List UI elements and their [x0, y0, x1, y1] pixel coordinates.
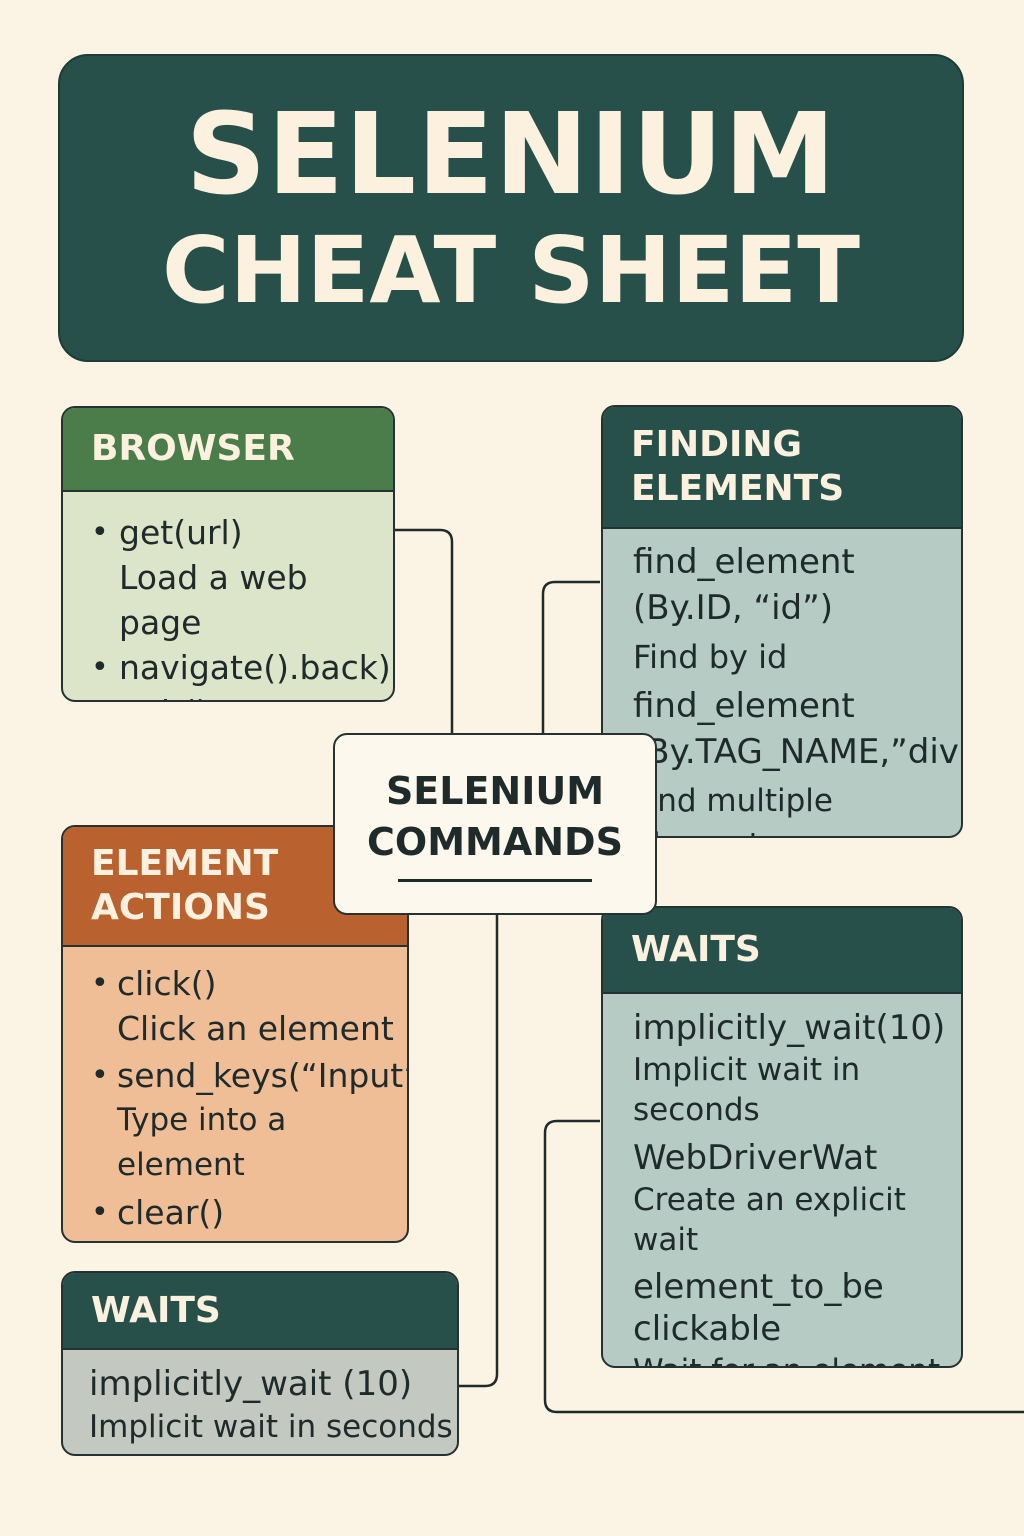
list-item: navigate().back)	[63, 645, 393, 690]
list-item: find_element (By.ID, “id”) Find by id	[603, 539, 961, 679]
list-item: send_keys(“Input”) Type into a element	[63, 1053, 407, 1188]
list-item: find_element (By.TAG_NAME,”div”) Find mu…	[603, 683, 963, 836]
command-text: clear()	[117, 1193, 225, 1232]
selenium-commands-node: SELENIUM COMMANDS	[333, 733, 657, 915]
command-description: Find multiple element	[633, 783, 833, 836]
finding-elements-card: FINDING ELEMENTS find_element (By.ID, “i…	[601, 405, 963, 838]
waits-card-left: WAITS implicitly_wait (10) Implicit wait…	[61, 1271, 459, 1456]
center-node-underline	[398, 878, 592, 882]
waits-card-right: WAITS implicitly_wait(10) Implicit wait …	[601, 906, 963, 1368]
waits-card-right-body: implicitly_wait(10) Implicit wait in sec…	[603, 994, 961, 1366]
command-description: Find by id	[633, 638, 788, 676]
command-text: find_element (By.ID, “id”)	[633, 542, 855, 628]
command-text: send_keys(“Input”)	[117, 1056, 409, 1095]
command-description: Implicit wait in seconds	[633, 1052, 861, 1128]
command-description: Clear an element	[117, 1235, 407, 1241]
list-item: get(url) Load a web page	[63, 510, 393, 645]
command-text: navigate().back)	[119, 648, 391, 687]
element-actions-card-body: click() Click an element send_keys(“Inpu…	[63, 947, 407, 1241]
list-item: implicitly_wait (10) Implicit wait in se…	[63, 1362, 457, 1448]
command-text: find_element (By.TAG_NAME,”div”)	[633, 686, 963, 772]
waits-card-left-header: WAITS	[63, 1273, 457, 1350]
finding-elements-card-header: FINDING ELEMENTS	[603, 407, 961, 529]
browser-card-body: get(url) Load a web page navigate().back…	[63, 492, 393, 700]
waits-card-left-body: implicitly_wait (10) Implicit wait in se…	[63, 1350, 457, 1448]
command-description: Click an element	[117, 1009, 394, 1048]
list-item: click() Click an element	[63, 961, 407, 1051]
center-node-line-2: COMMANDS	[367, 819, 623, 864]
list-item: WebDriverWat Create an explicit wait	[603, 1136, 961, 1260]
command-text: implicitly_wait(10)	[633, 1008, 946, 1048]
waits-card-right-title: WAITS	[631, 929, 761, 971]
browser-card-header: BROWSER	[63, 408, 393, 492]
command-description: Wait for an element to be clickable	[633, 1350, 961, 1366]
title-line-2: CHEAT SHEET	[162, 217, 860, 324]
command-text: click()	[117, 964, 217, 1003]
command-text: element_to_be clickable	[633, 1267, 884, 1349]
title-banner: SELENIUM CHEAT SHEET	[58, 54, 964, 362]
finding-elements-card-body: find_element (By.ID, “id”) Find by id fi…	[603, 529, 963, 836]
command-text: WebDriverWat	[633, 1138, 878, 1178]
finding-elements-title-line-2: ELEMENTS	[631, 468, 845, 509]
command-description: Load a web page	[119, 558, 308, 642]
element-actions-title-line-2: ACTIONS	[91, 887, 270, 928]
list-item: element_to_be clickable Wait for an elem…	[603, 1266, 961, 1366]
waits-card-right-header: WAITS	[603, 908, 961, 994]
command-description: Create an explicit wait	[633, 1182, 906, 1258]
title-line-1: SELENIUM	[185, 90, 837, 220]
center-node-line-1: SELENIUM	[385, 769, 605, 814]
list-item: implicitly_wait(10) Implicit wait in sec…	[603, 1006, 961, 1130]
browser-card-title: BROWSER	[91, 428, 295, 470]
list-item: quit()	[63, 690, 393, 700]
waits-card-left-title: WAITS	[91, 1289, 221, 1331]
list-item: clear() Clear an element	[63, 1190, 407, 1241]
browser-card: BROWSER get(url) Load a web page navigat…	[61, 406, 395, 702]
command-text: quit()	[119, 693, 209, 700]
finding-elements-title-line-1: FINDING	[631, 424, 803, 466]
command-text: get(url)	[119, 513, 243, 552]
command-description: Type into a element	[117, 1102, 287, 1183]
command-description: Implicit wait in seconds	[89, 1409, 453, 1445]
command-text: implicitly_wait (10)	[89, 1364, 413, 1404]
element-actions-title-line-1: ELEMENT	[91, 843, 279, 885]
